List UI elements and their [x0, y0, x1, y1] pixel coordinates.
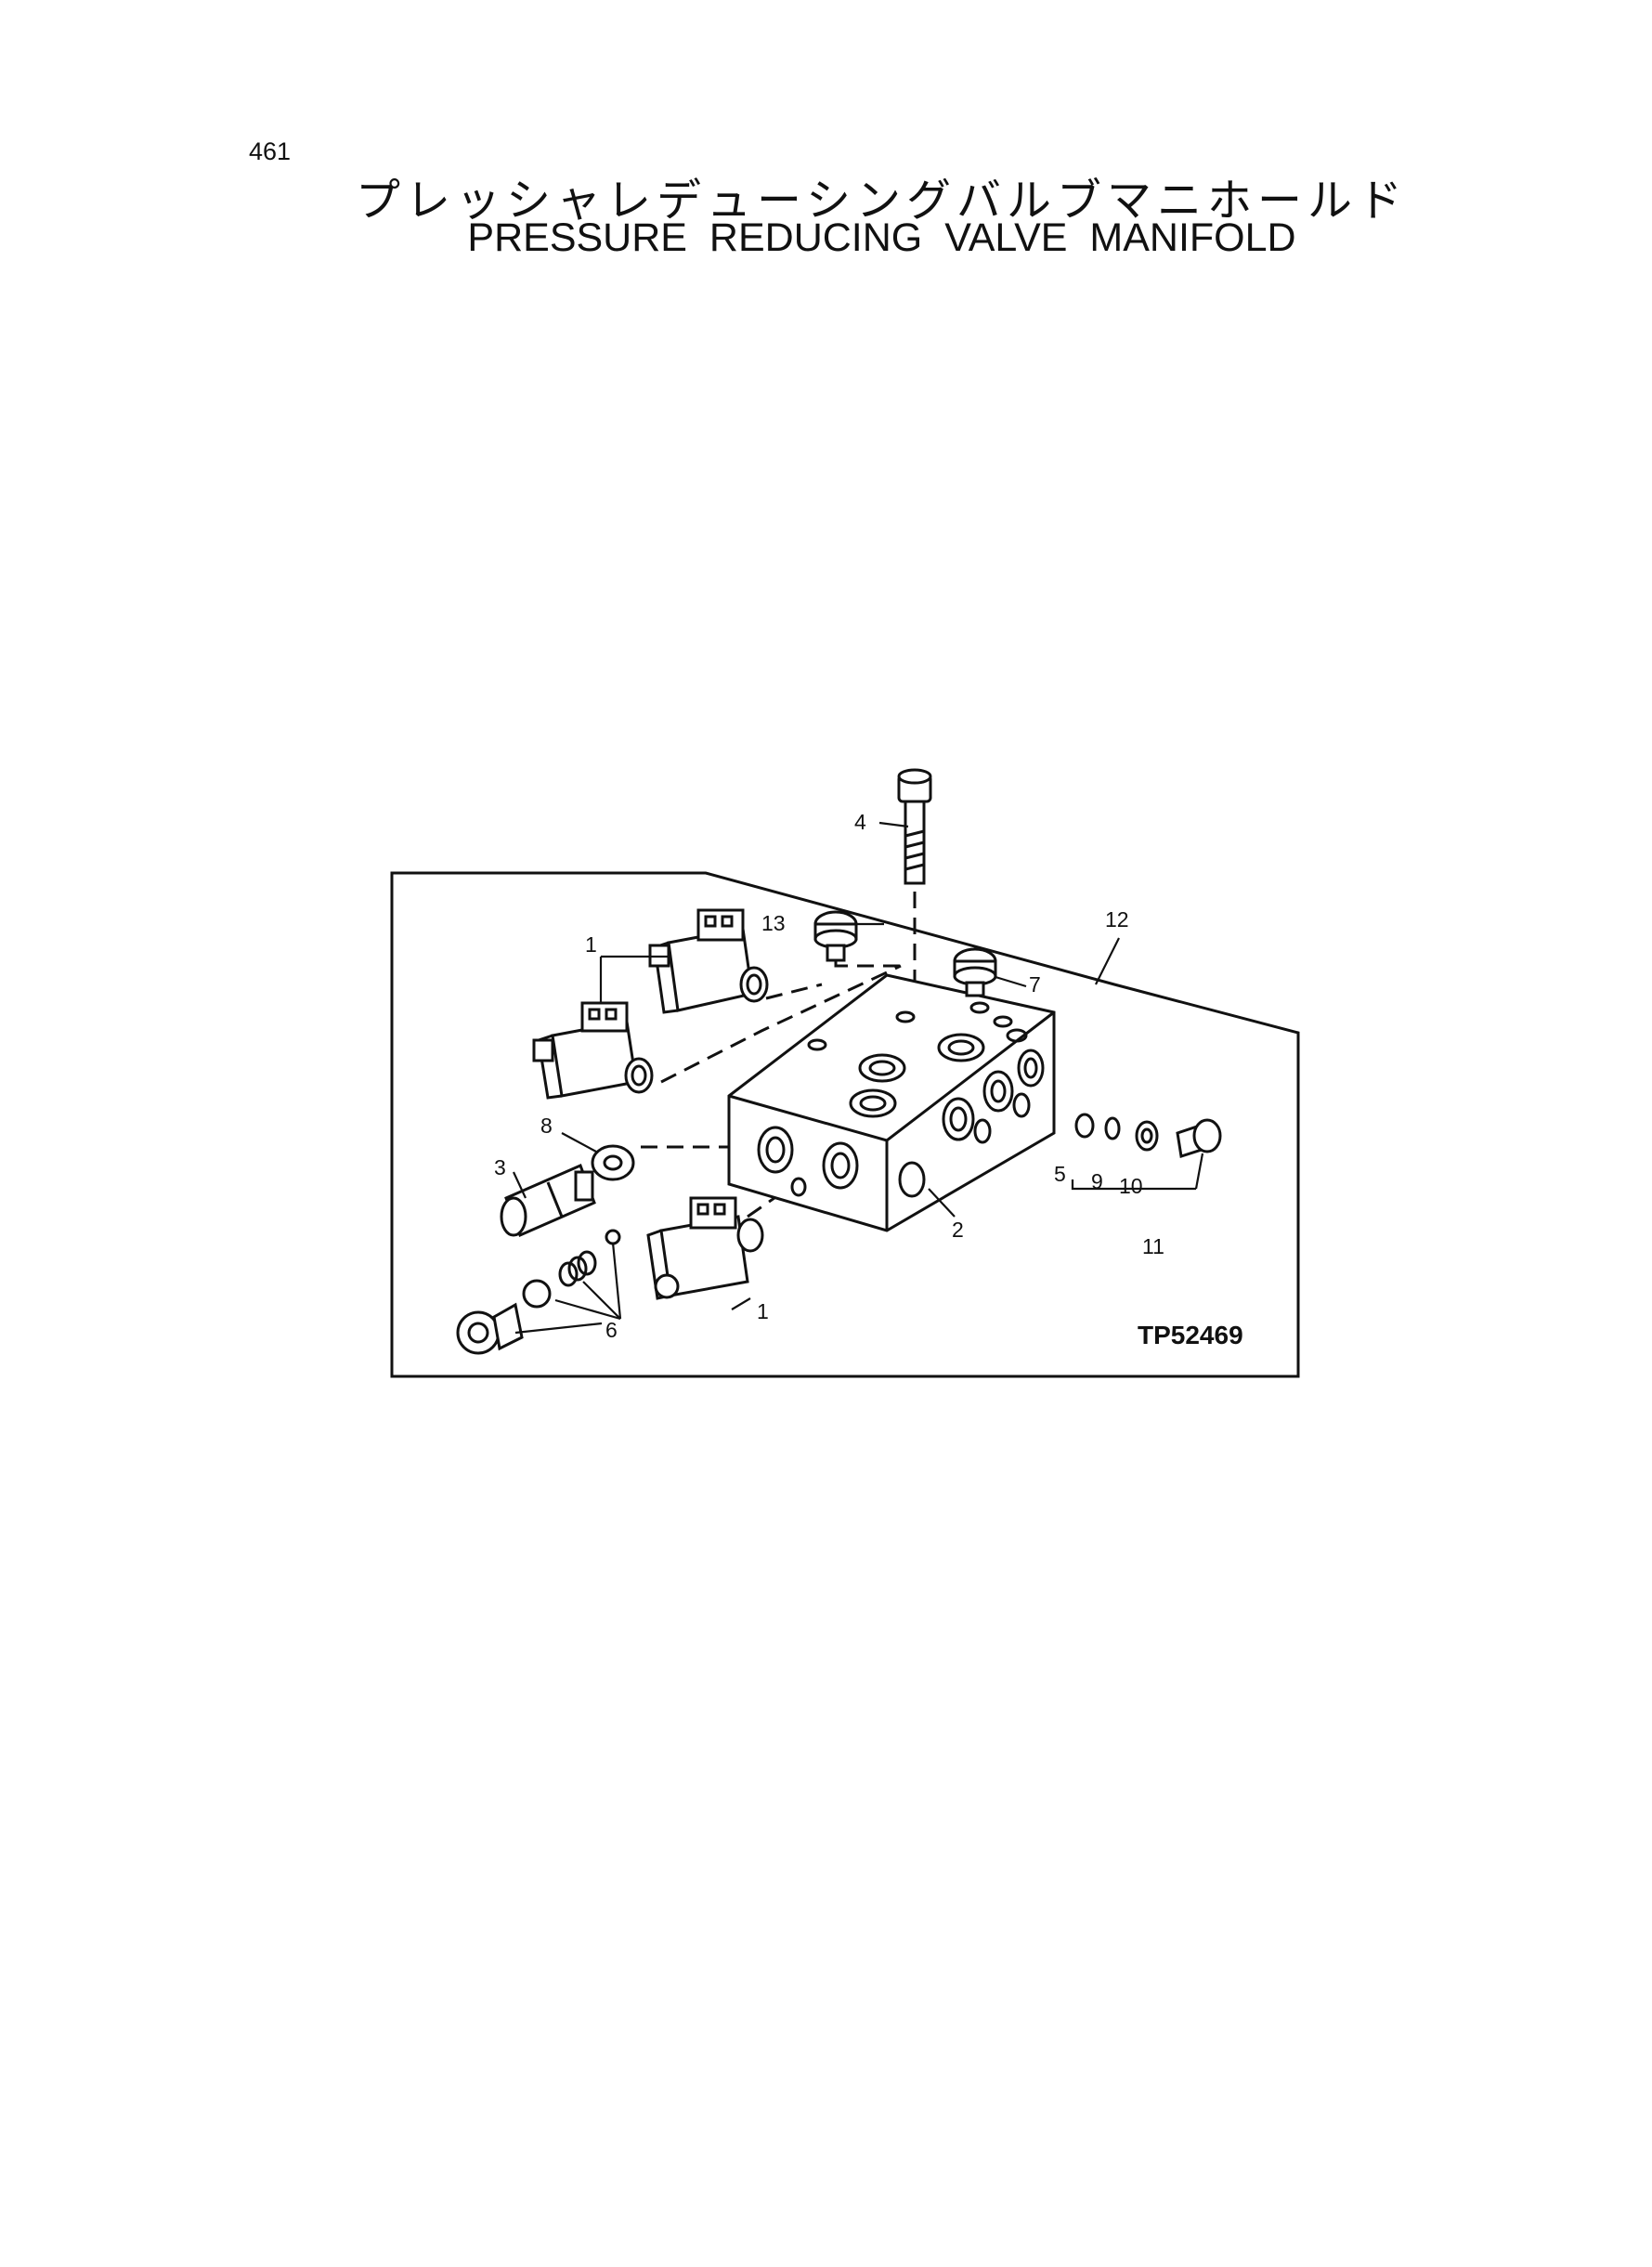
callout-10: 10: [1119, 1174, 1143, 1198]
page-title: PRESSURE REDUCING VALVE MANIFOLD: [467, 215, 1296, 260]
callout-12: 12: [1105, 907, 1129, 932]
callout-1-top: 1: [585, 932, 597, 957]
plug-13-part: [813, 910, 858, 962]
figure-code: TP52469: [1138, 1321, 1243, 1349]
washer-10-part: [1135, 1120, 1159, 1152]
callout-4: 4: [854, 810, 866, 834]
callout-11: 11: [1142, 1234, 1164, 1258]
solenoid-left: [532, 1001, 654, 1100]
solenoid-bottom: [646, 1196, 764, 1300]
callout-6: 6: [605, 1318, 618, 1342]
callout-9: 9: [1091, 1169, 1103, 1193]
plug-7-part: [953, 947, 997, 997]
o-ring-5-part: [1074, 1113, 1095, 1139]
seal-8-part: [591, 1144, 635, 1181]
o-ring-9-part: [1104, 1116, 1121, 1140]
callout-13: 13: [761, 911, 786, 935]
callout-1-bottom: 1: [757, 1299, 769, 1323]
page-title-japanese: プレッシャレデューシングバルブマニホールド: [355, 176, 1409, 226]
bolt-part: [897, 768, 932, 885]
page-number: 461: [249, 137, 292, 165]
manifold-block: [727, 973, 1056, 1232]
cartridge-part: [500, 1163, 596, 1238]
callout-8: 8: [540, 1114, 553, 1138]
callout-2: 2: [952, 1218, 964, 1242]
leader-lines: [513, 821, 1204, 1335]
plug-11-part: [1176, 1118, 1222, 1158]
assembly-frame: [390, 871, 1300, 1378]
check-valve-kit-part: [456, 1229, 621, 1355]
solenoid-upper: [648, 908, 769, 1014]
callout-3: 3: [494, 1155, 506, 1179]
callout-7: 7: [1029, 972, 1041, 997]
callout-5: 5: [1054, 1162, 1066, 1186]
